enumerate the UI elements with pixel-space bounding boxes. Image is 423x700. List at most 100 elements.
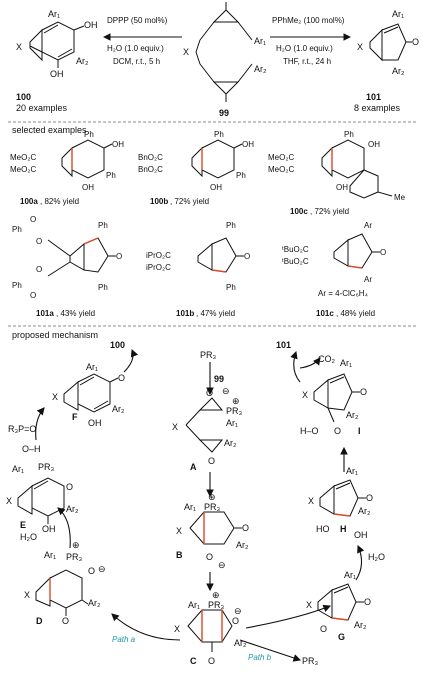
mech-A-ar2: Ar₂ (224, 438, 237, 448)
example-101c-structure (333, 233, 380, 269)
mech-E-ar2: Ar₂ (66, 504, 79, 514)
mech-pr3-top: PR₃ (200, 350, 217, 360)
right-cond-1: PPhMe₂ (100 mol%) (272, 16, 345, 25)
mech-D-minus: ⊖ (98, 564, 106, 574)
mech-C-ar1: Ar₁ (188, 600, 200, 610)
ex101b-sub1: iPrO₂C (146, 251, 171, 260)
mech-H-o: O (366, 493, 373, 503)
mech-I-ar2: Ar₂ (346, 410, 359, 420)
mech-arrow-path-a (111, 613, 181, 641)
ex100c-ph1: Ph (344, 130, 354, 139)
example-100c-structure (321, 139, 393, 199)
ex100a-sub2: MeO₂C (10, 165, 36, 174)
intermediate-G-structure (317, 583, 364, 621)
mech-E-o: O (66, 482, 73, 492)
mech-label-C: C (190, 656, 197, 666)
mech-B-X: X (176, 526, 182, 536)
mech-label-D: D (36, 616, 43, 626)
mech-D-ar1: Ar₁ (44, 550, 56, 560)
mech-G-ar1: Ar₁ (344, 570, 356, 580)
mech-label-G: G (338, 632, 345, 642)
mech-H-oh: OH (354, 530, 368, 540)
ex100a-ph2: Ph (106, 171, 116, 180)
example-100a-structure (61, 139, 113, 179)
example-101b-structure (197, 237, 244, 273)
ex101a-yield: , 43% yield (56, 309, 95, 318)
mech-product-100: 100 (110, 340, 125, 350)
mech-C-o2: O (208, 656, 215, 666)
mech-B-plus: ⊕ (208, 492, 216, 502)
ex101a-sub2: Ph (12, 281, 22, 290)
mech-A-o2: O (208, 456, 215, 466)
starting-99-ar1: Ar₁ (254, 36, 266, 46)
ex101b-sub2: iPrO₂C (146, 263, 171, 272)
ex100a-yield: , 82% yield (40, 197, 79, 206)
ex100c-sub2: MeO₂C (268, 165, 294, 174)
ex101c-ar1: Ar (364, 221, 372, 230)
mech-arrow-F-to-100 (123, 348, 139, 373)
ex101a-ph1: Ph (98, 221, 108, 230)
left-cond-2: H₂O (1.0 equiv.) (107, 44, 164, 53)
right-cond-3: THF, r.t., 24 h (283, 57, 331, 66)
mech-D-X: X (24, 590, 30, 600)
mech-h2o-right: H₂O (368, 552, 385, 562)
mech-I-ho: H–O (300, 426, 319, 436)
mech-label-B: B (176, 550, 183, 560)
ex101a-o4: O (30, 291, 36, 300)
ex101c-id: 101c (316, 309, 334, 318)
mech-label-H: H (340, 524, 347, 534)
mech-D-o: O (88, 566, 95, 576)
ex100c-yield: , 72% yield (310, 207, 349, 216)
mech-label-I: I (358, 426, 361, 436)
mech-C-minus: ⊖ (234, 606, 242, 616)
ex101a-ph2: Ph (98, 283, 108, 292)
mech-C-pr3: PR₃ (208, 600, 225, 610)
ex101a-sub1: Ph (12, 225, 22, 234)
mech-h2o-left: H₂O (20, 532, 37, 542)
ex100a-oh1: OH (112, 140, 124, 149)
product-100-ar2: Ar₂ (76, 56, 89, 66)
mech-arrow-I-to-101 (290, 350, 301, 383)
mech-B-o: O (242, 523, 249, 533)
right-cond-2: H₂O (1.0 equiv.) (276, 44, 333, 53)
ex100c-oh2: OH (336, 183, 348, 192)
mech-label-E: E (20, 520, 26, 530)
ex101c-yield: , 48% yield (336, 309, 375, 318)
product-100-oh-bottom: OH (50, 69, 64, 79)
product-100-examples: 20 examples (16, 103, 68, 113)
ex100b-sub1: BnO₂C (138, 153, 163, 162)
mech-C-o: O (232, 616, 239, 626)
ex101a-o3: O (36, 265, 42, 274)
mech-D-pr3: PR₃ (66, 552, 83, 562)
mech-path-b-label: Path b (248, 653, 272, 662)
ex100b-oh1: OH (242, 140, 254, 149)
starting-99-X: X (183, 47, 189, 57)
left-cond-1: DPPP (50 mol%) (107, 16, 168, 25)
intermediate-E-structure (17, 477, 65, 524)
mech-reagent-99: 99 (214, 374, 224, 384)
mech-G-X: X (306, 600, 312, 610)
ex101b-yield: , 47% yield (196, 309, 235, 318)
product-101-structure (369, 23, 412, 62)
mech-B-minus: ⊖ (218, 560, 226, 570)
starting-99-label: 99 (219, 108, 229, 118)
ex101c-o: O (380, 248, 386, 257)
mech-G-ar2: Ar₂ (354, 620, 367, 630)
mech-I-X: X (302, 390, 308, 400)
product-101-X: X (357, 42, 363, 52)
product-100-oh-top: OH (84, 20, 98, 30)
mech-arrow-E-to-F (35, 407, 45, 441)
mech-B-ar1: Ar₁ (184, 502, 196, 512)
ex100a-sub1: MeO₂C (10, 153, 36, 162)
mech-A-plus: ⊕ (232, 396, 240, 406)
ex101c-note: Ar = 4-ClC₆H₄ (318, 289, 368, 298)
mech-C-plus: ⊕ (212, 590, 220, 600)
mech-C-ar2: Ar₂ (234, 638, 247, 648)
intermediate-I-structure (313, 373, 360, 423)
ex100c-oh1: OH (368, 140, 380, 149)
mech-B-pr3: PR₃ (204, 502, 221, 512)
mech-A-X: X (172, 422, 178, 432)
mech-label-A: A (190, 462, 197, 472)
product-100-structure (29, 21, 85, 68)
ex101a-o: O (116, 252, 122, 261)
